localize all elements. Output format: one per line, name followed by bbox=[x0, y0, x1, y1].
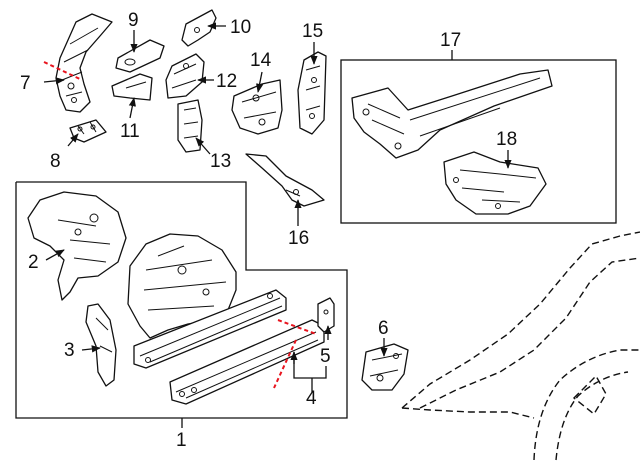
part-14-hinge-panel bbox=[231, 79, 283, 135]
part-12-bracket bbox=[165, 53, 205, 99]
cut-line-4b bbox=[273, 339, 297, 389]
callout-18: 18 bbox=[496, 129, 517, 150]
callout-5: 5 bbox=[320, 346, 331, 367]
part-16-extension bbox=[245, 153, 325, 207]
part-4-lower-rail bbox=[169, 319, 325, 405]
callout-12: 12 bbox=[216, 71, 237, 92]
part-2-wheel-apron bbox=[27, 191, 127, 301]
part-18-bracket-assy bbox=[443, 151, 547, 215]
callout-15: 15 bbox=[302, 21, 323, 42]
callout-6: 6 bbox=[378, 318, 389, 339]
part-10-bracket bbox=[181, 9, 217, 47]
part-11-bracket bbox=[111, 73, 153, 101]
callout-17: 17 bbox=[440, 30, 461, 51]
group-frame-1 bbox=[15, 181, 348, 419]
callout-7: 7 bbox=[20, 73, 31, 94]
cut-line-7 bbox=[43, 61, 83, 81]
callout-14: 14 bbox=[250, 50, 272, 71]
callout-4: 4 bbox=[306, 388, 317, 409]
callout-16: 16 bbox=[288, 228, 309, 249]
part-5-end-plate bbox=[317, 297, 335, 333]
callout-3: 3 bbox=[64, 340, 75, 361]
part-7-pillar-reinforcement bbox=[43, 13, 113, 113]
part-6-bracket bbox=[361, 343, 409, 391]
callout-1: 1 bbox=[176, 430, 187, 451]
part-9-upper-bracket bbox=[115, 39, 165, 73]
fender-outline bbox=[401, 231, 640, 461]
part-1-apron-assembly bbox=[127, 233, 287, 369]
callout-10: 10 bbox=[230, 17, 251, 38]
group-frame-17 bbox=[340, 59, 617, 224]
callout-8: 8 bbox=[50, 151, 61, 172]
callout-9: 9 bbox=[128, 10, 139, 31]
part-17-frame-rail bbox=[351, 69, 553, 159]
part-8-bracket bbox=[69, 119, 107, 143]
part-3-bracket bbox=[85, 303, 117, 387]
part-13-inner-pillar bbox=[177, 99, 203, 153]
leader-lines bbox=[43, 22, 512, 428]
part-15-pillar-panel bbox=[297, 51, 327, 135]
callout-11: 11 bbox=[120, 121, 140, 142]
callout-13: 13 bbox=[210, 151, 231, 172]
callout-2: 2 bbox=[28, 252, 39, 273]
